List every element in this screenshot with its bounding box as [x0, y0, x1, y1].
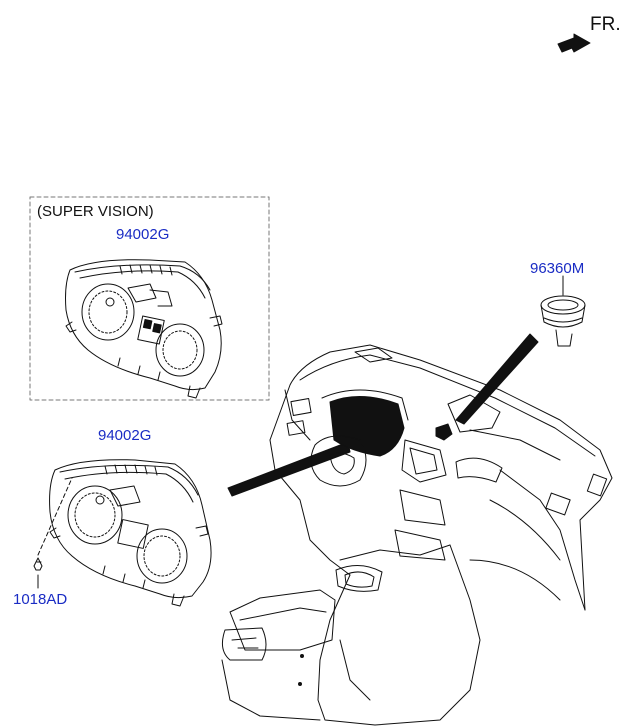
leader-cluster-to-dash	[227, 441, 351, 497]
part-number-1018ad[interactable]: 1018AD	[13, 591, 68, 608]
instrument-cluster-super-vision[interactable]	[65, 259, 223, 399]
part-number-96360m[interactable]: 96360M	[530, 260, 585, 277]
super-vision-group-box	[29, 196, 270, 401]
speaker-part[interactable]	[540, 284, 586, 347]
front-direction-label: FR.	[590, 14, 621, 35]
dashboard-assembly	[221, 344, 613, 726]
part-number-94002g-super-vision[interactable]: 94002G	[116, 226, 170, 243]
leader-speaker-to-dash	[455, 333, 539, 425]
super-vision-caption: (SUPER VISION)	[37, 203, 154, 220]
instrument-cluster-standard[interactable]	[49, 459, 212, 607]
part-number-94002g-standard[interactable]: 94002G	[98, 427, 152, 444]
arrow-front-icon	[557, 33, 591, 53]
screw-part[interactable]	[33, 477, 73, 589]
